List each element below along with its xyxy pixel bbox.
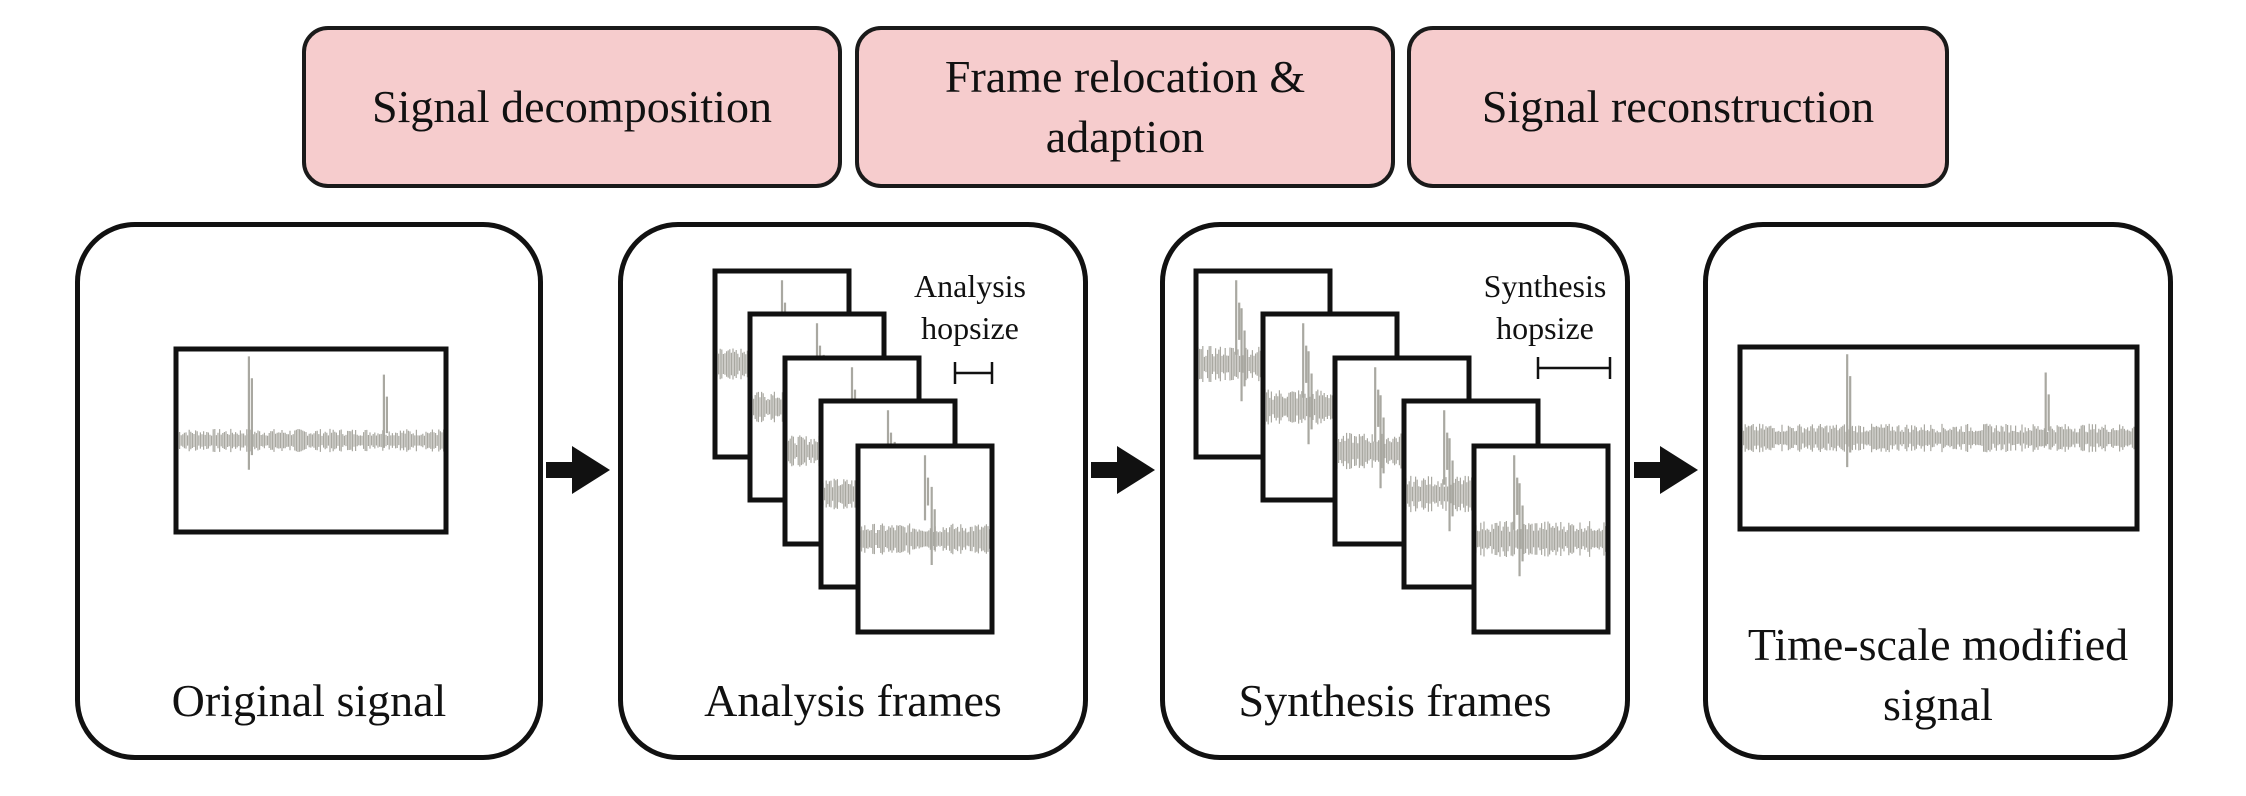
panel-time-scale-modified-signal: Time-scale modified signal [1703, 222, 2173, 760]
arrow-right-icon [546, 446, 610, 494]
step-label-line2: adaption [1045, 111, 1205, 162]
panel-label: Analysis frames [704, 675, 1002, 726]
hopsize-label-line1: Analysis [914, 268, 1026, 304]
hopsize-label-line2: hopsize [1496, 309, 1594, 346]
step-label-line1: Frame relocation & [944, 51, 1306, 103]
synthesis-hopsize-label: Synthesis hopsize [1465, 266, 1625, 349]
panel-label: Synthesis frames [1238, 675, 1552, 726]
step-label: Signal decomposition [372, 81, 772, 133]
panel-label: Original signal [171, 675, 447, 726]
step-frame-relocation: Frame relocation & adaption [855, 26, 1395, 188]
step-signal-reconstruction: Signal reconstruction [1407, 26, 1949, 188]
analysis-hopsize-label: Analysis hopsize [900, 266, 1040, 349]
arrow-right-icon [1091, 446, 1155, 494]
step-signal-decomposition: Signal decomposition [302, 26, 842, 188]
step-label: Signal reconstruction [1481, 81, 1875, 133]
panel-label-line2: signal [1883, 678, 1993, 730]
panel-original-signal: Original signal [75, 222, 543, 760]
panel-label-line1: Time-scale modified [1747, 619, 2129, 670]
panel-label: Time-scale modified signal [1708, 615, 2168, 735]
hopsize-label-line1: Synthesis [1483, 268, 1607, 304]
arrow-right-icon [1634, 446, 1698, 494]
hopsize-label-line2: hopsize [921, 309, 1019, 346]
